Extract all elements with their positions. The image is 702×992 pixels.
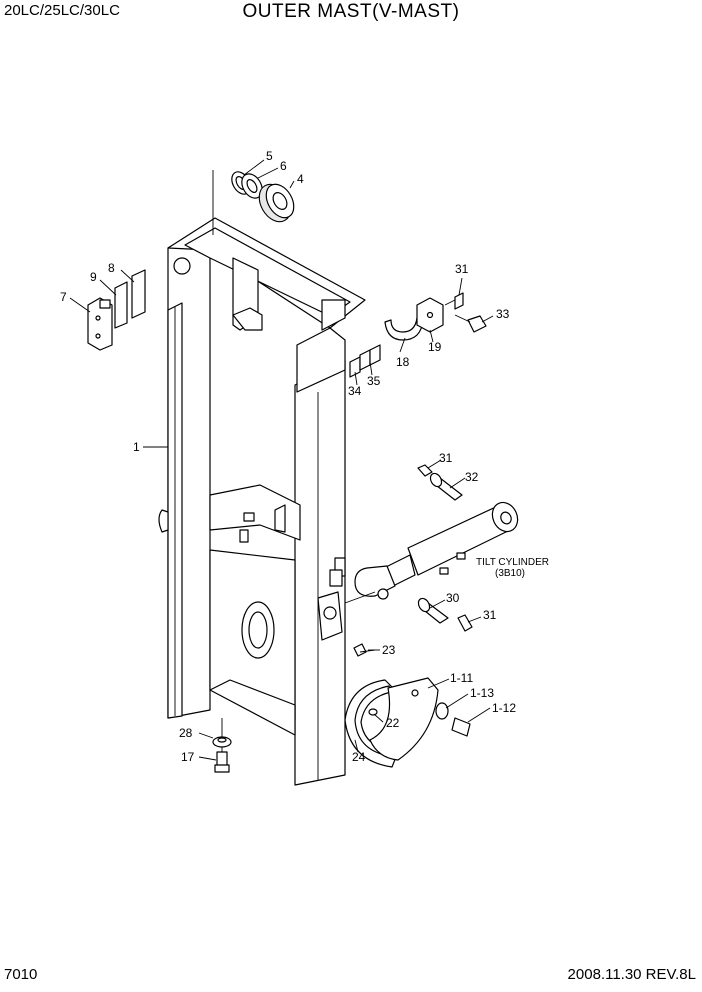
leader-lines [69, 159, 494, 761]
callout-6: 6 [280, 159, 287, 173]
callout-17: 17 [181, 750, 195, 764]
callout-labels: 5 6 4 8 9 7 1 31 33 19 18 35 34 31 32 TI… [60, 149, 549, 764]
callout-33: 33 [496, 307, 510, 321]
tilt-cylinder [344, 464, 519, 632]
outer-mast-frame [158, 217, 366, 786]
side-pad-assembly [87, 269, 146, 351]
trunnion-cap-assembly [344, 643, 471, 768]
callout-5: 5 [266, 149, 273, 163]
callout-35: 35 [367, 374, 381, 388]
callout-30: 30 [446, 591, 460, 605]
callout-32: 32 [465, 470, 479, 484]
page-number: 7010 [4, 966, 38, 983]
hose-clamp-assembly [349, 292, 487, 378]
callout-7: 7 [60, 290, 67, 304]
callout-34: 34 [348, 384, 362, 398]
callout-1-11: 1-11 [450, 671, 473, 685]
callout-23: 23 [382, 643, 396, 657]
tilt-cylinder-label: TILT CYLINDER [476, 557, 549, 568]
callout-18: 18 [396, 355, 410, 369]
callout-4: 4 [297, 172, 304, 186]
mast-bearing-assembly [212, 170, 295, 235]
revision-date: 2008.11.30 REV.8L [567, 966, 696, 983]
callout-31-mid: 31 [439, 451, 453, 465]
callout-31-top: 31 [455, 262, 469, 276]
model-label: 20LC/25LC/30LC [4, 2, 120, 19]
callout-22: 22 [386, 716, 400, 730]
page-title: OUTER MAST(V-MAST) [242, 1, 460, 22]
callout-28: 28 [179, 726, 193, 740]
callout-9: 9 [90, 270, 97, 284]
callout-1: 1 [133, 440, 140, 454]
callout-1-12: 1-12 [492, 701, 516, 715]
callout-31-low: 31 [483, 608, 497, 622]
tilt-cylinder-ref-code: (3B10) [495, 568, 525, 579]
bottom-stopper-assembly [212, 718, 232, 773]
callout-1-13: 1-13 [470, 686, 494, 700]
callout-19: 19 [428, 340, 442, 354]
callout-24: 24 [352, 750, 366, 764]
callout-8: 8 [108, 261, 115, 275]
